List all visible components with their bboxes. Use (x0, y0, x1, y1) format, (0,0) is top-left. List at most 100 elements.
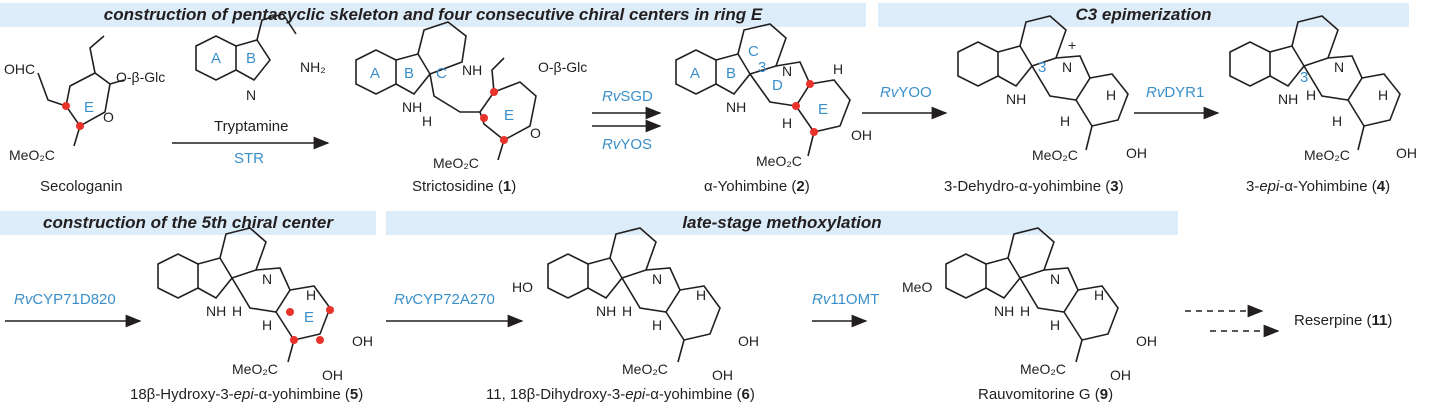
svg-text:H: H (1050, 317, 1060, 333)
svg-text:B: B (246, 50, 256, 67)
svg-text:E: E (304, 309, 314, 326)
enzyme-yoo: RvYOO (880, 84, 932, 101)
hydroxy-epi-yohimbine-structure: E N NH H H H OH OH MeO₂C (157, 227, 373, 383)
enzyme-cyp72: RvCYP72A270 (394, 291, 495, 308)
svg-text:N: N (1062, 59, 1072, 75)
caption-dehydro: 3-Dehydro-α-yohimbine (3) (944, 178, 1124, 195)
enzyme-yos: RvYOS (602, 136, 653, 153)
svg-text:H: H (1306, 87, 1316, 103)
banner-skeleton: construction of pentacyclic skeleton and… (0, 3, 866, 27)
caption-hydroxy-epi: 18β-Hydroxy-3-epi-α-yohimbine (5) (130, 386, 364, 403)
svg-text:MeO: MeO (902, 279, 932, 295)
svg-text:H: H (833, 61, 843, 77)
svg-text:N: N (246, 87, 256, 103)
chiral-center-dot (76, 122, 84, 130)
svg-text:NH: NH (1006, 91, 1026, 107)
svg-text:3: 3 (758, 59, 766, 76)
svg-text:MeO₂C: MeO₂C (232, 361, 278, 377)
svg-text:B: B (404, 65, 414, 82)
caption-strictosidine: Strictosidine (1) (412, 178, 517, 195)
svg-text:N: N (782, 63, 792, 79)
svg-text:OH: OH (1136, 333, 1157, 349)
dehydro-alpha-yohimbine-structure: 3 N + NH H H OH MeO₂C (957, 15, 1147, 163)
svg-text:OH: OH (1396, 145, 1417, 161)
enzyme-omt: Rv11OMT (812, 291, 880, 308)
caption-dihydroxy: 11, 18β-Dihydroxy-3-epi-α-yohimbine (6) (486, 386, 755, 403)
svg-text:H: H (782, 115, 792, 131)
svg-text:A: A (211, 50, 221, 67)
svg-text:H: H (1378, 87, 1388, 103)
svg-text:MeO₂C: MeO₂C (1032, 147, 1078, 163)
caption-alpha-yohimbine: α-Yohimbine (2) (704, 178, 810, 195)
svg-text:NH: NH (1278, 91, 1298, 107)
svg-text:OH: OH (322, 367, 343, 383)
svg-text:NH: NH (462, 62, 482, 78)
svg-text:3: 3 (1300, 69, 1308, 86)
svg-text:HO: HO (512, 279, 533, 295)
svg-text:OHC: OHC (4, 61, 35, 77)
svg-text:NH: NH (726, 99, 746, 115)
caption-secologanin: Secologanin (40, 178, 123, 195)
strictosidine-structure: A B C E NH NH H O-β-Glc O MeO₂C (355, 21, 587, 171)
svg-text:NH: NH (402, 99, 422, 115)
svg-text:H: H (1060, 113, 1070, 129)
banner-methoxylation: late-stage methoxylation (386, 211, 1178, 235)
svg-text:N: N (1050, 271, 1060, 287)
svg-text:MeO₂C: MeO₂C (756, 153, 802, 169)
svg-text:OH: OH (851, 127, 872, 143)
svg-text:NH: NH (994, 303, 1014, 319)
svg-text:O: O (103, 109, 114, 125)
svg-text:O: O (530, 125, 541, 141)
svg-text:OH: OH (1126, 145, 1147, 161)
svg-text:H: H (622, 303, 632, 319)
svg-text:B: B (726, 65, 736, 82)
reagent-tryptamine: Tryptamine (214, 118, 289, 135)
svg-text:MeO₂C: MeO₂C (1304, 147, 1350, 163)
svg-text:E: E (84, 99, 94, 116)
svg-text:H: H (652, 317, 662, 333)
svg-text:H: H (1106, 87, 1116, 103)
epi-alpha-yohimbine-structure: 3 N NH H H H OH MeO₂C (1229, 15, 1417, 163)
rauvomitorine-structure: MeO N NH H H H OH OH MeO₂C (902, 227, 1157, 383)
enzyme-cyp71: RvCYP71D820 (14, 291, 116, 308)
svg-text:E: E (818, 101, 828, 118)
chiral-center-dot (62, 102, 70, 110)
svg-text:H: H (306, 287, 316, 303)
svg-text:H: H (1332, 113, 1342, 129)
svg-text:H: H (262, 317, 272, 333)
svg-text:E: E (504, 107, 514, 124)
enzyme-dyr1: RvDYR1 (1146, 84, 1205, 101)
svg-text:NH: NH (206, 303, 226, 319)
caption-reserpine: Reserpine (11) (1294, 312, 1393, 329)
svg-text:OH: OH (738, 333, 759, 349)
enzyme-str: STR (234, 150, 264, 167)
secologanin-structure: E OHC O-β-Glc O MeO₂C (4, 35, 165, 163)
dihydroxy-structure: HO N NH H H H OH OH MeO₂C (512, 227, 759, 383)
svg-text:MeO₂C: MeO₂C (9, 147, 55, 163)
svg-text:A: A (370, 65, 380, 82)
svg-text:O-β-Glc: O-β-Glc (116, 69, 165, 85)
svg-text:O-β-Glc: O-β-Glc (538, 59, 587, 75)
svg-text:N: N (1334, 59, 1344, 75)
svg-text:C: C (436, 65, 447, 82)
svg-text:H: H (422, 113, 432, 129)
svg-text:A: A (690, 65, 700, 82)
svg-text:H: H (232, 303, 242, 319)
banner-c3-epimerization: C3 epimerization (878, 3, 1409, 27)
caption-rauvomitorine: Rauvomitorine G (9) (978, 386, 1114, 403)
tryptamine-structure: A B NH₂ N (195, 13, 326, 103)
alpha-yohimbine-structure: A B C D E 3 N NH H H OH MeO₂C (675, 23, 872, 169)
enzyme-sgd: RvSGD (602, 88, 653, 105)
svg-text:MeO₂C: MeO₂C (622, 361, 668, 377)
svg-text:NH: NH (596, 303, 616, 319)
svg-text:MeO₂C: MeO₂C (433, 155, 479, 171)
svg-text:NH₂: NH₂ (300, 59, 326, 75)
banner-fifth-center: construction of the 5th chiral center (0, 211, 376, 235)
svg-text:H: H (1020, 303, 1030, 319)
svg-text:OH: OH (712, 367, 733, 383)
svg-text:MeO₂C: MeO₂C (1020, 361, 1066, 377)
svg-text:N: N (262, 271, 272, 287)
svg-text:+: + (1068, 37, 1076, 53)
svg-text:OH: OH (1110, 367, 1131, 383)
